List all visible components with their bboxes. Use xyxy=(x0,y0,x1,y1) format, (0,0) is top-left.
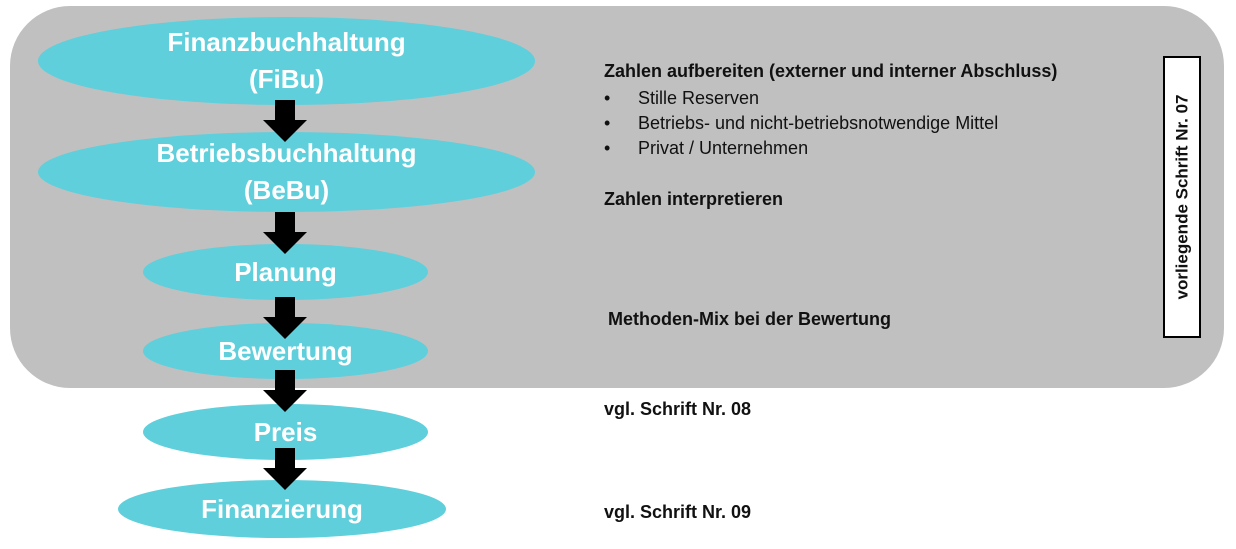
reference-schrift-08: vgl. Schrift Nr. 08 xyxy=(604,399,752,419)
step-planung: Planung xyxy=(143,244,428,300)
down-arrow-icon xyxy=(263,448,307,490)
bullet-item: • Betriebs- und nicht-betriebsnotwendige… xyxy=(604,111,998,136)
bullet-text: Stille Reserven xyxy=(638,88,760,108)
step-finanzbuchhaltung-title: Finanzbuchhaltung xyxy=(167,27,406,57)
step-finanzbuchhaltung-abbr: (FiBu) xyxy=(248,64,325,94)
bullet-dot: • xyxy=(604,113,611,133)
down-arrow-icon xyxy=(263,370,307,412)
bullet-text: Betriebs- und nicht-betriebsnotwendige M… xyxy=(638,113,999,133)
bullet-text: Privat / Unternehmen xyxy=(638,138,809,158)
step-finanzierung: Finanzierung xyxy=(118,480,446,538)
step-betriebsbuchhaltung-abbr: (BeBu) xyxy=(243,175,330,205)
down-arrow-icon xyxy=(263,100,307,142)
current-document-box: vorliegende Schrift Nr. 07 xyxy=(1163,56,1201,338)
down-arrow-icon xyxy=(263,297,307,339)
heading-zahlen-interpretieren: Zahlen interpretieren xyxy=(604,189,784,209)
current-document-label: vorliegende Schrift Nr. 07 xyxy=(1172,94,1192,300)
step-preis: Preis xyxy=(143,404,428,460)
step-planung-title: Planung xyxy=(234,256,337,287)
reference-schrift-09: vgl. Schrift Nr. 09 xyxy=(604,502,752,522)
step-finanzierung-title: Finanzierung xyxy=(201,493,363,524)
step-betriebsbuchhaltung-title: Betriebsbuchhaltung xyxy=(156,138,417,168)
bullet-dot: • xyxy=(604,88,611,108)
bullet-item: • Stille Reserven xyxy=(604,86,998,111)
bullet-item: • Privat / Unternehmen xyxy=(604,136,998,161)
step-finanzbuchhaltung: Finanzbuchhaltung (FiBu) xyxy=(38,17,535,105)
down-arrow-icon xyxy=(263,212,307,254)
step-preis-title: Preis xyxy=(253,416,318,447)
step-betriebsbuchhaltung: Betriebsbuchhaltung (BeBu) xyxy=(38,132,535,212)
heading-methoden-mix: Methoden-Mix bei der Bewertung xyxy=(608,309,892,329)
step-bewertung-title: Bewertung xyxy=(218,335,353,366)
heading-zahlen-aufbereiten: Zahlen aufbereiten (externer und interne… xyxy=(604,61,1058,81)
bullet-dot: • xyxy=(604,138,611,158)
bullet-list: • Stille Reserven • Betriebs- und nicht-… xyxy=(604,86,998,161)
